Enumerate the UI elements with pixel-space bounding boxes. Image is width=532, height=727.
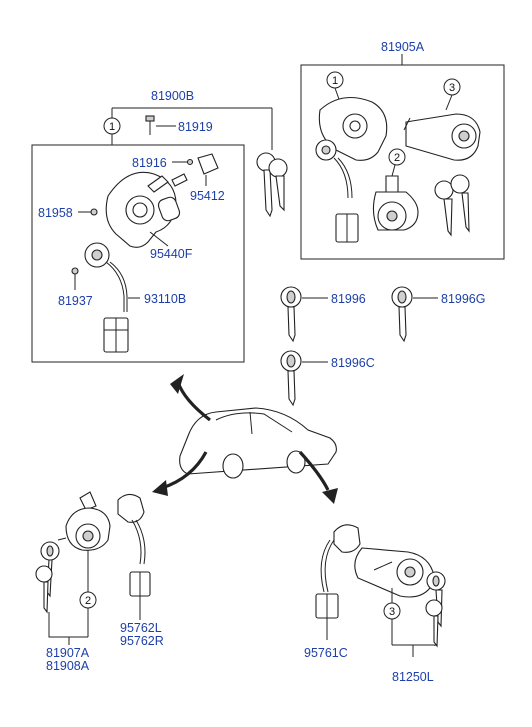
- part-number-81996[interactable]: 81996: [331, 292, 366, 306]
- part-number-95762R[interactable]: 95762R: [120, 634, 164, 648]
- lock-set-group: 81905A 1 3: [300, 40, 505, 260]
- trunk-switch-95761C: [315, 524, 361, 640]
- set-door-cylinder: [372, 175, 419, 231]
- callout-2-door: 2: [79, 591, 97, 609]
- arrow-to-door: [152, 451, 208, 496]
- switch-95412: [171, 153, 219, 187]
- part-number-81916[interactable]: 81916: [132, 156, 167, 170]
- svg-text:1: 1: [332, 75, 338, 87]
- trunk-lock-cylinder: [354, 547, 435, 598]
- ignition-keys: [256, 152, 288, 218]
- callout-1-main: 1: [103, 117, 121, 135]
- part-number-93110B[interactable]: 93110B: [144, 292, 186, 306]
- car-illustration: [179, 407, 337, 479]
- door-lock-group: 2 81907A 81908A 95762L 95762R: [35, 491, 164, 673]
- key-81996G: [391, 286, 438, 343]
- svg-text:2: 2: [85, 595, 91, 607]
- part-number-81919[interactable]: 81919: [178, 120, 213, 134]
- svg-text:3: 3: [389, 606, 395, 618]
- part-number-81900B[interactable]: 81900B: [151, 89, 194, 103]
- part-number-81996C[interactable]: 81996C: [331, 356, 375, 370]
- screw-81937: [71, 267, 79, 290]
- svg-text:1: 1: [109, 121, 115, 133]
- set-ignition-lock: [315, 96, 388, 243]
- screw-81916: [172, 158, 194, 166]
- set-trunk-cylinder: [403, 113, 481, 161]
- part-number-81250L[interactable]: 81250L: [392, 670, 434, 684]
- set-keys: [434, 174, 470, 237]
- callout-1-set: 1: [326, 71, 344, 89]
- part-number-95412[interactable]: 95412: [190, 189, 225, 203]
- svg-text:3: 3: [449, 82, 455, 94]
- part-number-95761C[interactable]: 95761C: [304, 646, 348, 660]
- part-number-95762L[interactable]: 95762L: [120, 621, 162, 635]
- lock-body-95440F: [105, 171, 181, 248]
- key-81996: [280, 286, 328, 343]
- part-number-81908A[interactable]: 81908A: [46, 659, 90, 673]
- door-keys: [35, 541, 60, 614]
- ignition-assembly-group: 81900B 1 81919 81916 95412: [31, 89, 288, 363]
- ignition-assembly-box: [31, 144, 245, 363]
- part-number-81907A[interactable]: 81907A: [46, 646, 90, 660]
- part-number-81958[interactable]: 81958: [38, 206, 73, 220]
- screw-81958: [78, 208, 98, 216]
- arrow-to-trunk: [298, 450, 338, 504]
- arrow-to-ignition: [170, 374, 211, 422]
- svg-text:2: 2: [394, 152, 400, 164]
- door-lock-cylinder: [57, 491, 111, 551]
- callout-2-set: 2: [388, 148, 406, 166]
- part-number-81996G[interactable]: 81996G: [441, 292, 485, 306]
- part-number-95440F[interactable]: 95440F: [150, 247, 193, 261]
- callout-3-set: 3: [443, 78, 461, 96]
- part-number-81905A[interactable]: 81905A: [381, 40, 425, 54]
- key-81996C: [280, 350, 328, 407]
- trunk-keys: [425, 571, 446, 648]
- part-number-81937[interactable]: 81937: [58, 294, 93, 308]
- ignition-switch-93110B: [84, 242, 140, 353]
- trunk-lock-group: 95761C 3 81250L: [304, 524, 446, 684]
- bolt-81919: [145, 115, 176, 135]
- callout-3-trunk: 3: [383, 602, 401, 620]
- door-switch-95762: [117, 493, 151, 620]
